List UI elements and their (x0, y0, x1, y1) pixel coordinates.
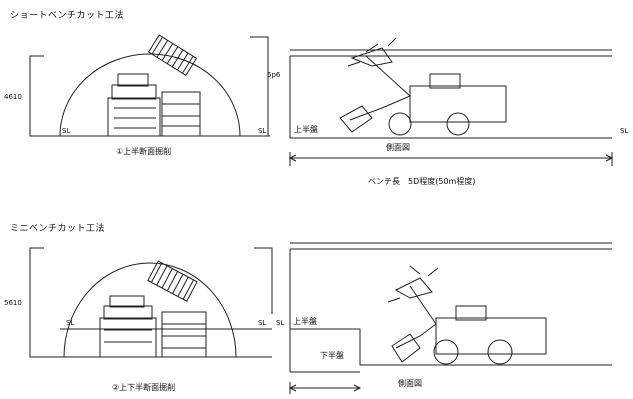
tunnel-side-view-2 (288, 242, 612, 394)
section1-caption-side: 側面図 (386, 143, 410, 152)
section1-height-right: 5p6 (267, 71, 281, 79)
section2-lower-level: 下半盤 (320, 351, 344, 360)
section1-sl-left: SL (62, 127, 71, 135)
tunnel-front-view-1 (29, 34, 270, 137)
section1-title: ショートベンチカット工法 (10, 11, 125, 21)
section2-height-left: 5610 (4, 299, 22, 307)
section2-sl-mid2: SL (276, 319, 285, 327)
section1-bench-length: ベンチ長 5D程度(50m程度) (368, 177, 476, 186)
section1-sl-mid: SL (258, 127, 267, 135)
section2-upper-level: 上半盤 (293, 317, 317, 326)
section1-caption-front: ①上半断面掘削 (116, 147, 172, 156)
tunnel-front-view-2 (29, 247, 273, 358)
section2-sl-mid1: SL (258, 319, 267, 327)
section2-caption-front: ②上下半断面掘削 (112, 383, 176, 392)
section2-title: ミニベンチカット工法 (10, 224, 106, 234)
section2-caption-side: 側面図 (398, 379, 422, 388)
section1-upper-level: 上半盤 (294, 125, 318, 134)
section2-sl-left: SL (66, 319, 75, 327)
tunnel-side-view-1 (288, 37, 614, 166)
section1-height-left: 4610 (4, 93, 22, 101)
section1-sl-right: SL (620, 127, 629, 135)
